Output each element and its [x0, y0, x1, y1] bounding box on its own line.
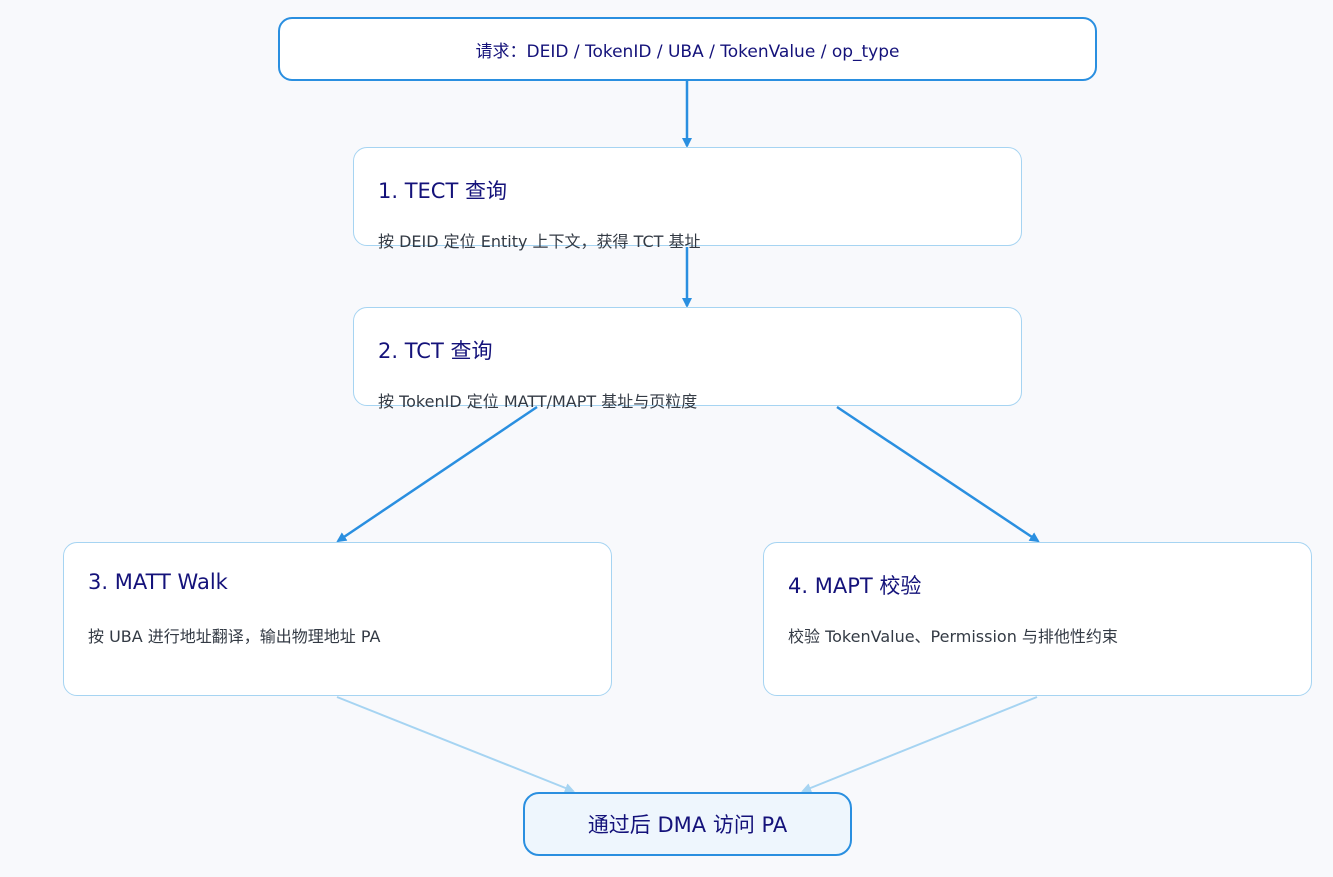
step-title: 4. MAPT 校验	[788, 574, 922, 598]
step-box-tct: 2. TCT 查询 按 TokenID 定位 MATT/MAPT 基址与页粒度	[353, 307, 1022, 411]
step-desc: 按 UBA 进行地址翻译，输出物理地址 PA	[88, 627, 381, 646]
step-title: 3. MATT Walk	[88, 570, 228, 594]
result-text: 通过后 DMA 访问 PA	[587, 813, 788, 837]
arrow-step2-to-step3	[336, 405, 538, 543]
request-box: 请求：DEID / TokenID / UBA / TokenValue / o…	[278, 17, 1097, 81]
step-desc: 按 DEID 定位 Entity 上下文，获得 TCT 基址	[378, 232, 701, 251]
step-title: 1. TECT 查询	[378, 179, 507, 203]
step-box-matt-walk: 3. MATT Walk 按 UBA 进行地址翻译，输出物理地址 PA	[63, 542, 612, 696]
step-desc: 按 TokenID 定位 MATT/MAPT 基址与页粒度	[378, 392, 698, 411]
arrow-step3-to-result	[336, 696, 575, 793]
arrow-step4-to-result	[801, 696, 1038, 793]
step-title: 2. TCT 查询	[378, 339, 493, 363]
result-box: 通过后 DMA 访问 PA	[523, 792, 852, 856]
step-box-mapt-check: 4. MAPT 校验 校验 TokenValue、Permission 与排他性…	[763, 542, 1312, 696]
step-box-tect: 1. TECT 查询 按 DEID 定位 Entity 上下文，获得 TCT 基…	[353, 147, 1022, 251]
request-text: 请求：DEID / TokenID / UBA / TokenValue / o…	[475, 41, 900, 62]
arrow-step2-to-step4	[836, 405, 1040, 543]
step-desc: 校验 TokenValue、Permission 与排他性约束	[788, 627, 1118, 646]
